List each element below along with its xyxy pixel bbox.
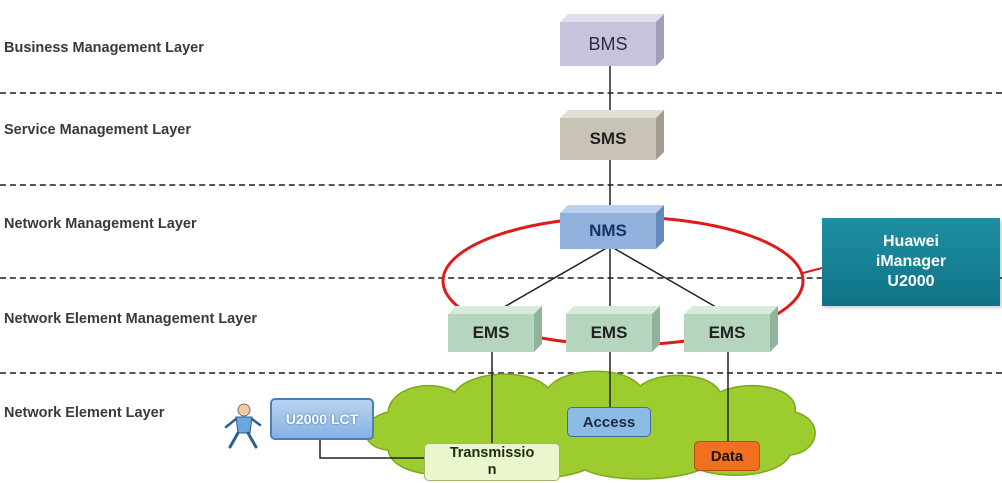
- access-label: Access: [582, 413, 636, 431]
- running-person-icon: [224, 403, 262, 449]
- layer-divider: [0, 184, 1002, 186]
- transmission-label-line-1: Transmissio: [449, 445, 535, 461]
- sms-label: SMS: [589, 129, 627, 148]
- link-nms-ems-3: [609, 245, 729, 315]
- ems-node-1: EMS: [448, 306, 542, 352]
- layer-divider: [0, 277, 1002, 279]
- bms-node-shape: [560, 14, 664, 66]
- huawei-imanager-callout: Huawei iManager U2000: [822, 218, 1000, 306]
- data-node: Data: [694, 441, 760, 471]
- ems-node-shape: [566, 306, 660, 352]
- layer-label-network: Network Management Layer: [4, 216, 197, 232]
- layer-divider: [0, 372, 1002, 374]
- layer-divider: [0, 92, 1002, 94]
- ems-node-2: EMS: [566, 306, 660, 352]
- link-lct-transmission: [319, 440, 424, 459]
- nms-node: NMS: [560, 205, 664, 249]
- nms-label: NMS: [589, 221, 627, 240]
- bms-label: BMS: [588, 33, 628, 54]
- callout-line-1: Huawei: [882, 233, 939, 250]
- ems-label: EMS: [708, 323, 746, 342]
- transmission-label-line-2: n: [487, 462, 497, 478]
- callout-connector: [802, 267, 823, 274]
- u2000-lct-node: U2000 LCT: [270, 398, 374, 440]
- bms-node: BMS: [560, 14, 664, 66]
- sms-node-shape: [560, 110, 664, 160]
- ems-node-3: EMS: [684, 306, 778, 352]
- sms-node: SMS: [560, 110, 664, 160]
- transmission-node: Transmissio n: [424, 443, 560, 481]
- layer-label-element-management: Network Element Management Layer: [4, 311, 258, 327]
- ems-label: EMS: [590, 323, 628, 342]
- access-node: Access: [567, 407, 651, 437]
- ems-label: EMS: [472, 323, 510, 342]
- layer-label-business: Business Management Layer: [4, 40, 204, 56]
- ems-node-shape: [448, 306, 542, 352]
- layer-label-service: Service Management Layer: [4, 122, 191, 138]
- u2000-lct-label: U2000 LCT: [285, 411, 359, 427]
- nms-node-shape: [560, 205, 664, 249]
- link-nms-ems-1: [491, 245, 611, 315]
- callout-line-3: U2000: [887, 273, 935, 290]
- ems-node-shape: [684, 306, 778, 352]
- data-label: Data: [710, 447, 744, 465]
- layer-label-network-element: Network Element Layer: [4, 405, 165, 421]
- callout-line-2: iManager: [875, 253, 947, 270]
